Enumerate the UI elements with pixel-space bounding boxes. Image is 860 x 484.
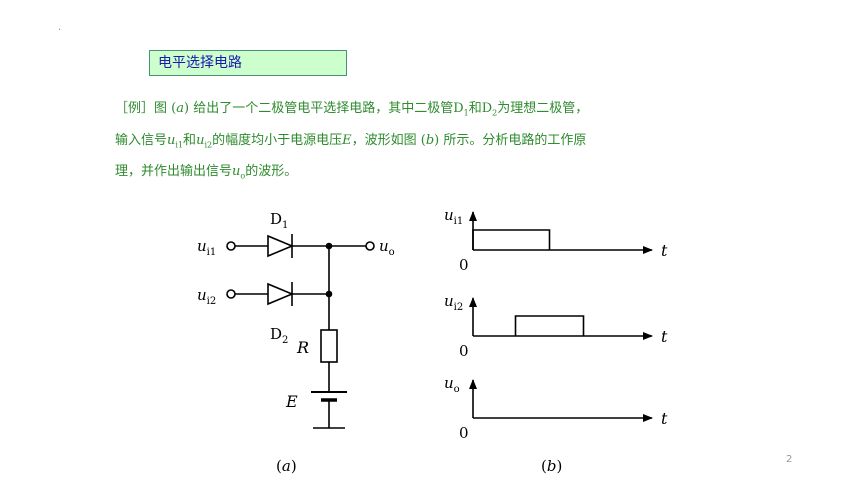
origin-label: 0 [459, 424, 469, 442]
subscript: i1 [175, 140, 184, 150]
caption-b: (b) [541, 457, 562, 475]
text-run: a [176, 101, 184, 116]
paragraph-line-2: 输入信号ui1和ui2的幅度均小于电源电压E，波形如图 (b) 所示。分析电路的… [115, 127, 715, 159]
label-r: R [296, 338, 309, 357]
text-run: 和D [468, 101, 493, 116]
subscript: o [240, 171, 246, 181]
text-run: u [232, 164, 241, 180]
text-run: 为理想二极管， [497, 101, 589, 116]
time-label: t [661, 241, 668, 260]
output-terminal [365, 241, 375, 251]
label-d2: D2 [270, 325, 288, 346]
circuit-diagram [226, 234, 375, 429]
section-title: 电平选择电路 [149, 50, 347, 76]
label-e: E [285, 392, 298, 411]
resistor-r [320, 329, 338, 363]
text-run: ，波形如图 ( [351, 132, 426, 148]
waveform-label: ui2 [444, 292, 463, 313]
text-run: 和 [183, 132, 197, 148]
bracket-label: ［例］ [115, 101, 155, 116]
origin-label: 0 [459, 256, 469, 274]
origin-label: 0 [459, 342, 469, 360]
text-run: u [196, 132, 205, 148]
text-run: E [342, 132, 352, 148]
label-ui2: ui2 [197, 286, 216, 307]
text-run: b [425, 132, 435, 148]
problem-text: ［例］图 (a) 给出了一个二极管电平选择电路，其中二极管D1和D2为理想二极管… [115, 95, 715, 190]
label-d1: D1 [270, 210, 288, 231]
label-ui1: ui1 [197, 237, 216, 258]
text-run: u [167, 132, 176, 148]
time-label: t [661, 327, 668, 346]
subscript: i2 [204, 140, 213, 150]
waveform-label: ui1 [444, 206, 463, 227]
text-run: 的波形。 [245, 164, 298, 180]
paragraph-line-3: 理，并作出输出信号uo的波形。 [115, 158, 715, 190]
page-marker: . [58, 22, 62, 33]
text-run: 的幅度均小于电源电压 [212, 132, 343, 148]
diode-d2 [267, 282, 295, 306]
text-run: 输入信号 [115, 132, 168, 148]
input-terminal-1 [226, 241, 236, 251]
paragraph-line-1: ［例］图 (a) 给出了一个二极管电平选择电路，其中二极管D1和D2为理想二极管… [115, 95, 715, 127]
waveform-panels: ui1 0 t ui2 0 t uo 0 t [444, 206, 668, 442]
diode-d1 [267, 234, 295, 258]
text-run: ) 所示。分析电路的工作原 [434, 132, 587, 148]
subscript: 2 [492, 108, 498, 118]
caption-a: (a) [276, 457, 297, 475]
input-terminal-2 [226, 289, 236, 299]
text-run: 理，并作出输出信号 [115, 164, 233, 180]
label-uo: uo [379, 237, 395, 258]
page-number: 2 [786, 454, 793, 465]
pulse-waveform [472, 229, 551, 250]
subscript: 1 [463, 108, 469, 118]
pulse-waveform [514, 315, 585, 336]
text-run: 图 ( [154, 101, 177, 116]
text-run: ) 给出了一个二极管电平选择电路，其中二极管D [184, 101, 464, 116]
waveform-label: uo [444, 374, 460, 395]
time-label: t [661, 409, 668, 428]
